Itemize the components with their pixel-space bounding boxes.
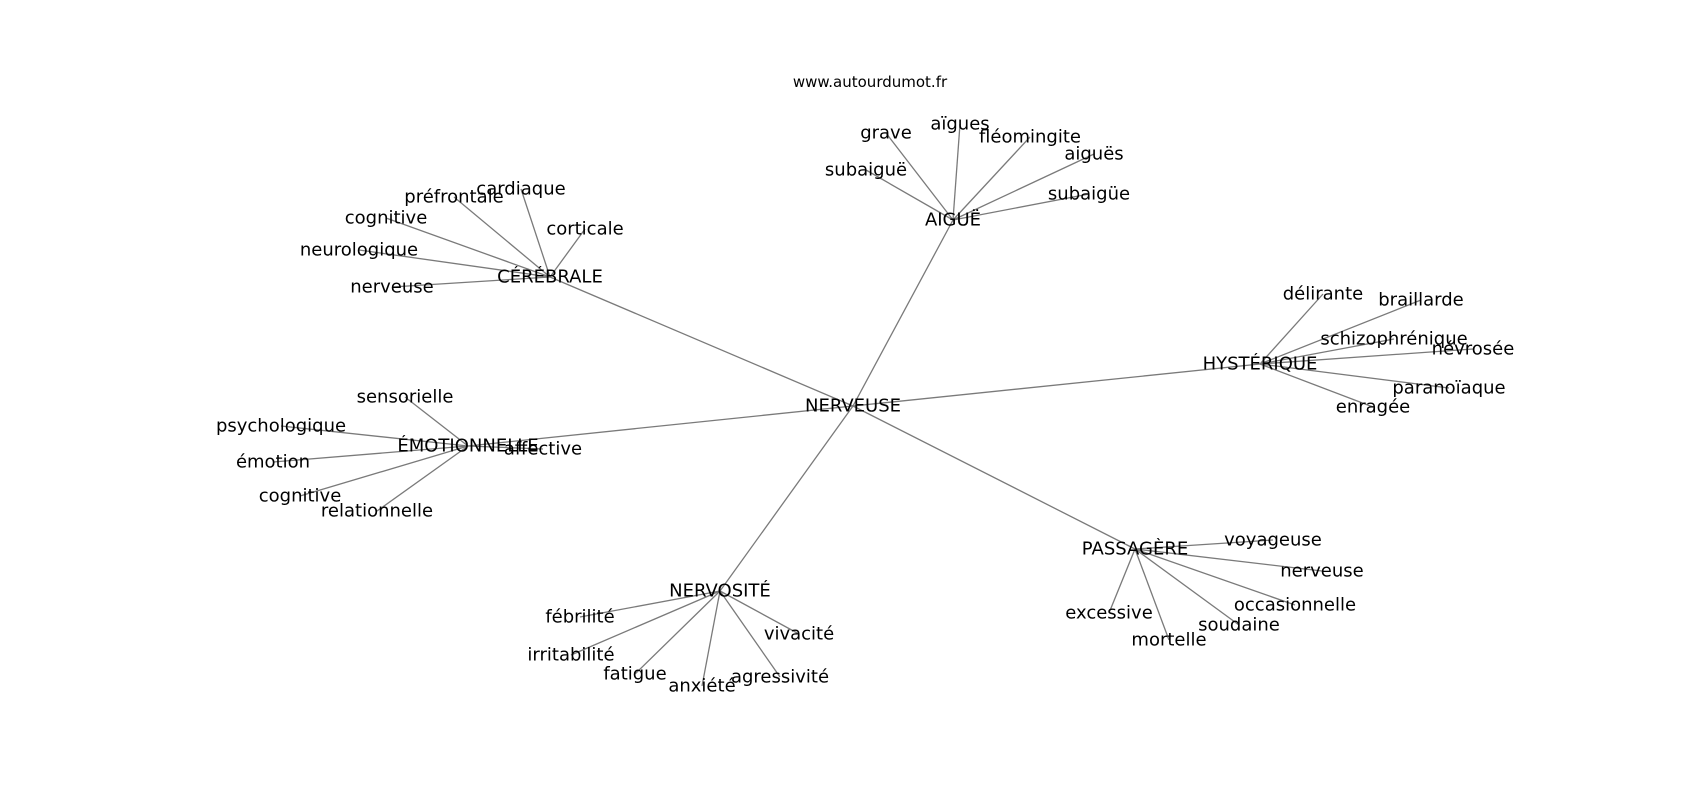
- edge-hub-leaf: [404, 396, 469, 447]
- leaf-node[interactable]: enragée: [1336, 397, 1411, 418]
- hub-node[interactable]: CÉRÉBRALE: [497, 266, 603, 288]
- leaf-node[interactable]: délirante: [1283, 284, 1363, 305]
- leaf-node[interactable]: aiguës: [1064, 144, 1123, 165]
- edge-hub-leaf: [280, 425, 469, 447]
- leaf-node[interactable]: psychologique: [216, 416, 346, 437]
- leaf-node[interactable]: excessive: [1065, 603, 1153, 624]
- leaf-node[interactable]: relationnelle: [321, 501, 433, 522]
- edge-center-hub: [852, 219, 954, 407]
- leaf-node[interactable]: vivacité: [764, 624, 834, 645]
- edge-hub-leaf: [520, 188, 551, 278]
- edge-center-hub: [852, 405, 1136, 550]
- leaf-node[interactable]: cardiaque: [476, 179, 565, 200]
- leaf-node[interactable]: voyageuse: [1224, 530, 1322, 551]
- hub-node[interactable]: ÉMOTIONNELLE: [397, 435, 538, 457]
- leaf-node[interactable]: cognitive: [345, 208, 428, 229]
- edge-hub-leaf: [719, 590, 781, 678]
- edge-hub-leaf: [1259, 293, 1324, 365]
- edge-hub-leaf: [1259, 363, 1374, 408]
- leaf-node[interactable]: mortelle: [1131, 630, 1206, 651]
- leaf-node[interactable]: schizophrénique: [1320, 329, 1467, 350]
- leaf-node[interactable]: subaiguë: [825, 160, 907, 181]
- leaf-node[interactable]: agressivité: [731, 667, 829, 688]
- leaf-node[interactable]: sensorielle: [357, 387, 454, 408]
- site-url[interactable]: www.autourdumot.fr: [793, 73, 948, 91]
- edge-center-hub: [719, 405, 854, 592]
- leaf-node[interactable]: névrosée: [1432, 339, 1515, 360]
- hub-node[interactable]: NERVOSITÉ: [669, 580, 771, 602]
- graph-edges: [272, 123, 1474, 687]
- edge-hub-leaf: [1134, 548, 1323, 572]
- edge-hub-leaf: [952, 153, 1095, 221]
- edge-hub-leaf: [358, 249, 551, 278]
- hub-node[interactable]: PASSAGÈRE: [1082, 538, 1188, 560]
- edge-hub-leaf: [570, 590, 721, 656]
- edge-hub-leaf: [952, 193, 1090, 221]
- leaf-node[interactable]: fatigue: [603, 664, 666, 685]
- leaf-node[interactable]: émotion: [236, 452, 310, 473]
- leaf-node[interactable]: occasionnelle: [1234, 595, 1356, 616]
- edge-hub-leaf: [453, 196, 551, 278]
- edge-hub-leaf: [1134, 539, 1274, 550]
- edge-hub-leaf: [1134, 548, 1240, 626]
- edge-hub-leaf: [952, 136, 1031, 221]
- edge-hub-leaf: [1259, 348, 1474, 365]
- leaf-node[interactable]: braillarde: [1378, 290, 1463, 311]
- leaf-node[interactable]: nerveuse: [350, 277, 433, 298]
- edge-hub-leaf: [885, 132, 954, 221]
- edge-hub-leaf: [1134, 548, 1170, 641]
- leaf-node[interactable]: affective: [504, 439, 582, 460]
- hub-node[interactable]: HYSTÉRIQUE: [1203, 353, 1318, 375]
- edge-hub-leaf: [385, 217, 551, 278]
- leaf-node[interactable]: irritabilité: [527, 645, 614, 666]
- leaf-node[interactable]: fébrilité: [545, 607, 614, 628]
- edge-hub-leaf: [467, 445, 544, 450]
- leaf-node[interactable]: neurologique: [300, 240, 418, 261]
- edge-hub-leaf: [634, 590, 721, 675]
- edge-hub-leaf: [1259, 363, 1450, 389]
- edge-hub-leaf: [391, 276, 551, 288]
- edge-hub-leaf: [549, 228, 586, 278]
- leaf-node[interactable]: nerveuse: [1280, 561, 1363, 582]
- edge-center-hub: [549, 276, 854, 407]
- leaf-node[interactable]: fléomingite: [979, 127, 1081, 148]
- hub-node[interactable]: AIGUË: [925, 210, 981, 231]
- edge-hub-leaf: [719, 590, 800, 635]
- edge-hub-leaf: [952, 123, 961, 221]
- edge-center-hub: [467, 405, 854, 447]
- leaf-node[interactable]: préfrontale: [404, 187, 503, 208]
- edge-hub-leaf: [865, 169, 954, 221]
- edge-hub-leaf: [701, 590, 721, 687]
- center-node[interactable]: NERVEUSE: [805, 396, 901, 417]
- edge-hub-leaf: [1259, 299, 1422, 365]
- leaf-node[interactable]: corticale: [546, 219, 623, 240]
- leaf-node[interactable]: anxiété: [668, 676, 735, 697]
- leaf-node[interactable]: grave: [860, 123, 912, 144]
- leaf-node[interactable]: cognitive: [259, 486, 342, 507]
- leaf-node[interactable]: subaigüe: [1048, 184, 1130, 205]
- leaf-node[interactable]: paranoïaque: [1392, 378, 1505, 399]
- edge-hub-leaf: [1108, 548, 1136, 614]
- edge-hub-leaf: [376, 445, 469, 512]
- edge-hub-leaf: [1134, 548, 1296, 606]
- edge-hub-leaf: [1259, 338, 1395, 365]
- edge-center-hub: [852, 363, 1261, 407]
- leaf-node[interactable]: aïgues: [930, 114, 989, 135]
- leaf-node[interactable]: soudaine: [1198, 615, 1280, 636]
- edge-hub-leaf: [272, 445, 469, 463]
- edge-hub-leaf: [579, 590, 721, 618]
- edge-hub-leaf: [299, 445, 469, 497]
